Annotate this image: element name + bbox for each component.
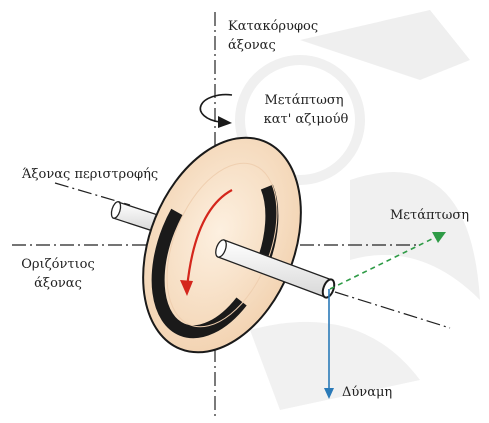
- watermark: [235, 10, 480, 410]
- azimuth-precession-label-2: κατ' αζιμούθ: [264, 112, 349, 127]
- left-rod: [110, 201, 159, 232]
- circular-arrow-icon: [199, 93, 233, 128]
- horizontal-axis-label: Οριζόντιος: [21, 257, 95, 272]
- azimuth-precession-label: Μετάπτωση: [264, 93, 343, 108]
- horizontal-axis-label-2: άξονας: [34, 276, 82, 291]
- spin-axis-line-right: [334, 291, 451, 329]
- force-label: Δύναμη: [342, 385, 392, 400]
- force-arrow: [324, 289, 334, 399]
- vertical-axis-label-2: άξονας: [228, 38, 276, 53]
- spin-axis-label: Άξονας περιστροφής: [21, 167, 158, 182]
- spin-direction-arrow: [180, 189, 233, 296]
- right-rod: [215, 239, 336, 299]
- vertical-axis-label: Κατακόρυφος: [228, 19, 318, 34]
- spin-axis-line: [54, 182, 131, 206]
- precession-arrow: [329, 232, 446, 290]
- precession-label: Μετάπτωση: [390, 208, 469, 223]
